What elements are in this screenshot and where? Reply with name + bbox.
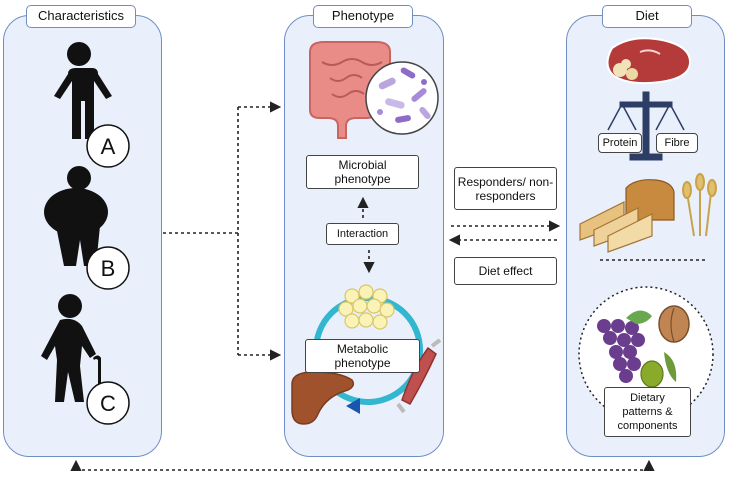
wheat-icon: [682, 173, 717, 237]
badge-label-a: A: [100, 134, 116, 159]
badge-label-b: B: [100, 256, 116, 281]
microbial-phenotype-label: Microbial phenotype: [334, 158, 391, 186]
interaction-label: Interaction: [336, 228, 389, 240]
bread-icon: [579, 179, 675, 253]
diet-header: Diet: [602, 5, 692, 28]
connector-arrows: [70, 101, 705, 471]
metabolic-phenotype-label: Metabolic phenotype: [334, 342, 391, 370]
microbes-icon: [365, 61, 439, 135]
fat-cells-icon: [338, 284, 395, 330]
scale-icon: [607, 91, 685, 161]
badge-label-c: C: [100, 391, 116, 416]
grapes-icon: [597, 310, 652, 383]
protein-pan-label: Protein: [598, 133, 642, 153]
badge-b: [86, 246, 130, 290]
dietary-patterns-label: Dietary patterns & components: [617, 392, 678, 432]
responders-box: Responders/ non-responders: [454, 167, 557, 210]
fibre-pan-label: Fibre: [656, 133, 698, 153]
walnut-icon: [658, 305, 690, 343]
metabolic-phenotype-box: Metabolic phenotype: [305, 339, 420, 373]
diet-effect-label: Diet effect: [478, 264, 533, 278]
dietary-patterns-box: Dietary patterns & components: [604, 387, 691, 437]
badge-c: [86, 381, 130, 425]
responders-label: Responders/ non-responders: [457, 174, 554, 203]
person-c-icon: [41, 294, 101, 402]
meat-icon: [606, 37, 692, 85]
characteristics-header: Characteristics: [26, 5, 136, 28]
interaction-box: Interaction: [326, 223, 399, 245]
phenotype-header: Phenotype: [313, 5, 413, 28]
diet-effect-box: Diet effect: [454, 257, 557, 285]
cycle-arrowhead: [346, 398, 360, 414]
badge-a: [86, 124, 130, 168]
person-a-icon: [54, 42, 112, 139]
person-b-icon: [44, 166, 108, 266]
microbial-phenotype-box: Microbial phenotype: [306, 155, 419, 189]
muscle-icon: [396, 338, 442, 414]
